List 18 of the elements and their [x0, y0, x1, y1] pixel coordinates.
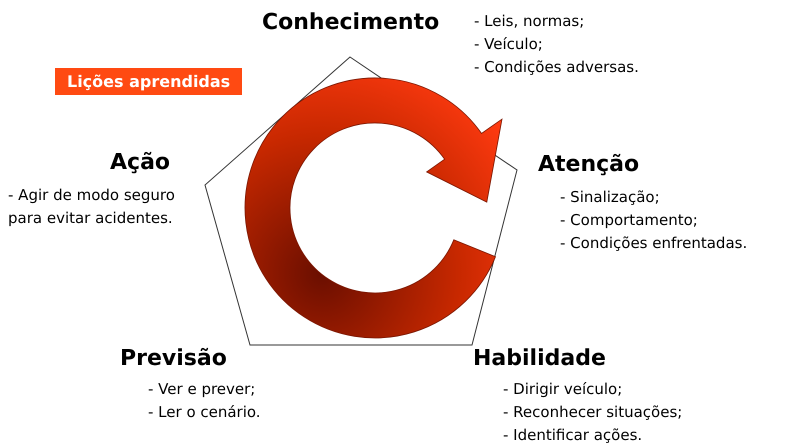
heading: Atenção: [538, 152, 640, 178]
bullet-text: - Identificar ações.: [503, 425, 644, 445]
bullet-text: - Ler o cenário.: [148, 402, 262, 423]
bullet-text: - Dirigir veículo;: [503, 379, 624, 400]
heading: Habilidade: [473, 346, 606, 372]
title-tag: Lições aprendidas: [55, 68, 242, 95]
heading: Ação: [110, 150, 170, 176]
heading: Conhecimento: [262, 10, 440, 36]
bullet-text: - Condições enfrentadas.: [560, 233, 748, 254]
bullet-text: - Reconhecer situações;: [503, 402, 684, 423]
bullet-text: - Veículo;: [474, 34, 544, 55]
bullet-text: - Sinalização;: [560, 187, 661, 208]
bullet-text: - Condições adversas.: [474, 57, 640, 78]
bullet-text: - Leis, normas;: [474, 11, 586, 32]
bullet-text: - Comportamento;: [560, 210, 699, 231]
bullet-text: - Ver e prever;: [148, 379, 256, 400]
heading: Previsão: [120, 346, 227, 372]
bullet-text: - Agir de modo seguro para evitar acidentes.: [8, 185, 176, 229]
